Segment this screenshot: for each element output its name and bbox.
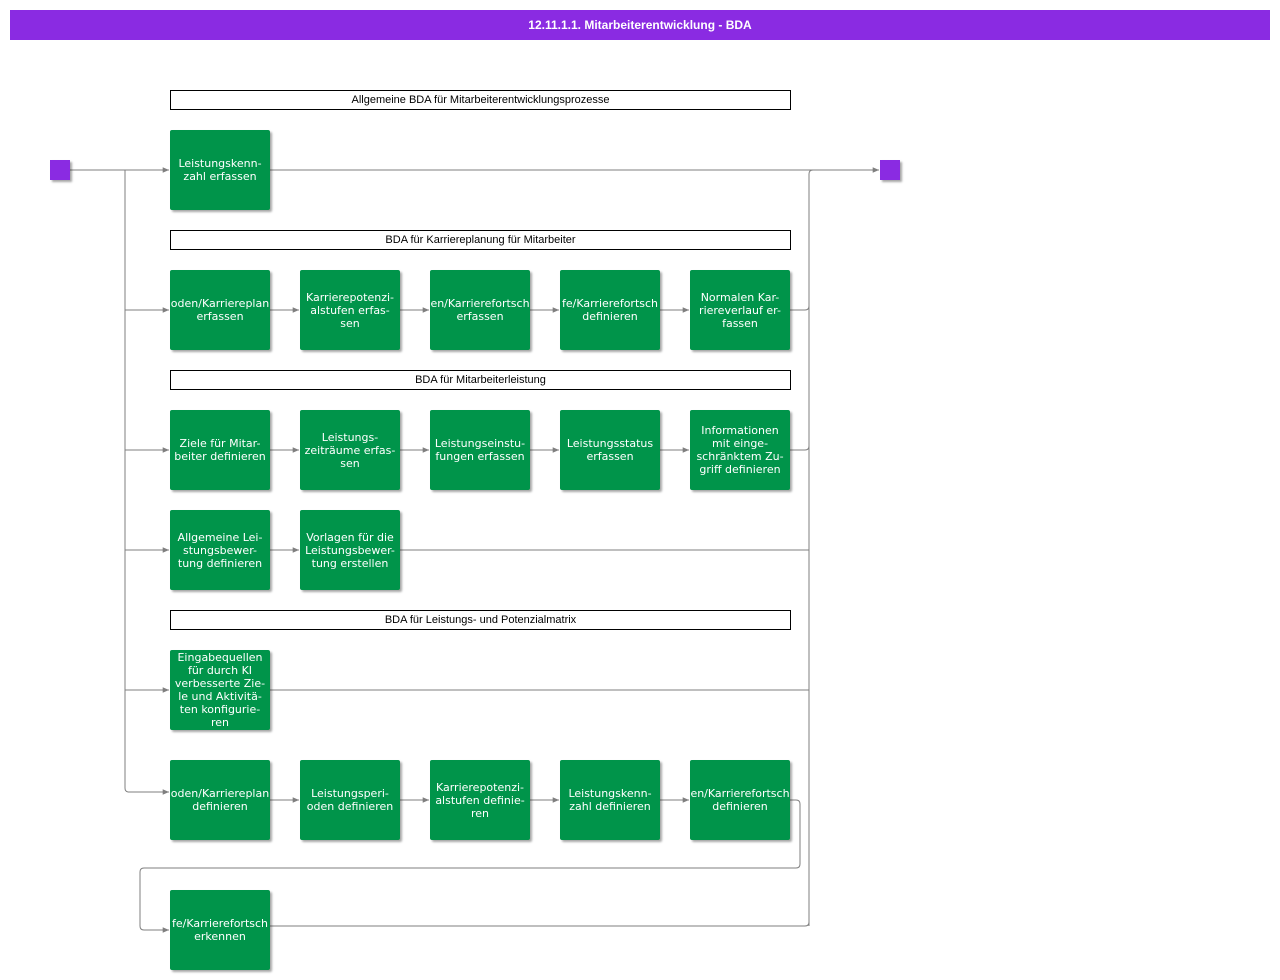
node-label: Leistungs- zeiträume erfas- sen [305, 431, 396, 470]
node-label: fe/Karrierefortsch definieren [562, 297, 658, 323]
node-career-periods-capture[interactable]: oden/Karriereplan erfassen [170, 270, 270, 350]
connector [270, 922, 809, 926]
node-label: Eingabequellen für durch KI verbesserte … [175, 651, 265, 729]
node-label: Karrierepotenzi- alstufen definie- ren [435, 781, 524, 820]
node-career-periods-define[interactable]: oden/Karriereplan definieren [170, 760, 270, 840]
node-restricted-info-define[interactable]: Informationen mit einge- schränktem Zu- … [690, 410, 790, 490]
node-performance-periods-define[interactable]: Leistungsperi- oden definieren [300, 760, 400, 840]
section-header-general: Allgemeine BDA für Mitarbeiterentwicklun… [170, 90, 791, 110]
node-ai-sources-configure[interactable]: Eingabequellen für durch KI verbesserte … [170, 650, 270, 730]
node-label: Informationen mit einge- schränktem Zu- … [696, 424, 783, 476]
node-career-level-recognize[interactable]: fe/Karrierefortsch erkennen [170, 890, 270, 970]
node-ratings-capture[interactable]: Leistungseinstu- fungen erfassen [430, 410, 530, 490]
connector [790, 446, 809, 450]
node-label: Leistungseinstu- fungen erfassen [435, 437, 525, 463]
start-event [50, 160, 70, 180]
node-label: oden/Karriereplan erfassen [171, 297, 269, 323]
connector [790, 306, 809, 310]
node-potential-levels-capture[interactable]: Karrierepotenzi- alstufen erfas- sen [300, 270, 400, 350]
node-potential-levels-define[interactable]: Karrierepotenzi- alstufen definie- ren [430, 760, 530, 840]
node-label: en/Karrierefortsch definieren [690, 787, 789, 813]
node-label: Leistungsperi- oden definieren [307, 787, 393, 813]
node-label: en/Karrierefortsch erfassen [430, 297, 529, 323]
node-general-appraisal-define[interactable]: Allgemeine Lei- stungsbewer- tung defini… [170, 510, 270, 590]
connector [125, 170, 169, 792]
node-label: Leistungskenn- zahl erfassen [178, 157, 261, 183]
section-header-career: BDA für Karriereplanung für Mitarbeiter [170, 230, 791, 250]
section-header-performance: BDA für Mitarbeiterleistung [170, 370, 791, 390]
node-normal-career-capture[interactable]: Normalen Kar- riereverlauf er- fassen [690, 270, 790, 350]
node-appraisal-templates-create[interactable]: Vorlagen für die Leistungsbewer- tung er… [300, 510, 400, 590]
node-performance-periods-capture[interactable]: Leistungs- zeiträume erfas- sen [300, 410, 400, 490]
node-career-level-define[interactable]: fe/Karrierefortsch definieren [560, 270, 660, 350]
node-goals-define[interactable]: Ziele für Mitar- beiter definieren [170, 410, 270, 490]
node-label: Ziele für Mitar- beiter definieren [174, 437, 265, 463]
node-kpi-capture[interactable]: Leistungskenn- zahl erfassen [170, 130, 270, 210]
node-label: Leistungsstatus erfassen [567, 437, 653, 463]
node-label: oden/Karriereplan definieren [171, 787, 269, 813]
node-career-progress-capture[interactable]: en/Karrierefortsch erfassen [430, 270, 530, 350]
node-label: Karrierepotenzi- alstufen erfas- sen [306, 291, 394, 330]
node-label: Allgemeine Lei- stungsbewer- tung defini… [178, 531, 263, 570]
node-label: fe/Karrierefortsch erkennen [172, 917, 268, 943]
connector [809, 170, 813, 926]
node-status-capture[interactable]: Leistungsstatus erfassen [560, 410, 660, 490]
section-header-matrix: BDA für Leistungs- und Potenzialmatrix [170, 610, 791, 630]
node-career-progress-define[interactable]: en/Karrierefortsch definieren [690, 760, 790, 840]
node-label: Normalen Kar- riereverlauf er- fassen [699, 291, 781, 330]
node-label: Leistungskenn- zahl definieren [568, 787, 651, 813]
node-label: Vorlagen für die Leistungsbewer- tung er… [305, 531, 395, 570]
end-event [880, 160, 900, 180]
node-kpi-define[interactable]: Leistungskenn- zahl definieren [560, 760, 660, 840]
